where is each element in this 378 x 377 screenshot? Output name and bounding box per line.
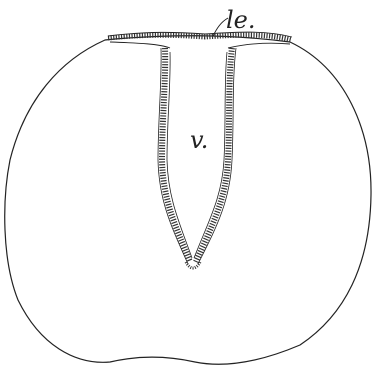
ventricle-bottom-tip bbox=[186, 262, 200, 268]
ventricle-right-wall-band bbox=[196, 48, 232, 262]
outer-contour bbox=[5, 36, 371, 365]
top-epithelium-outline-inner bbox=[110, 42, 290, 48]
label-v: v. bbox=[190, 128, 208, 152]
ventricle-left-wall-band bbox=[162, 48, 190, 262]
label-le: le. bbox=[226, 8, 256, 32]
